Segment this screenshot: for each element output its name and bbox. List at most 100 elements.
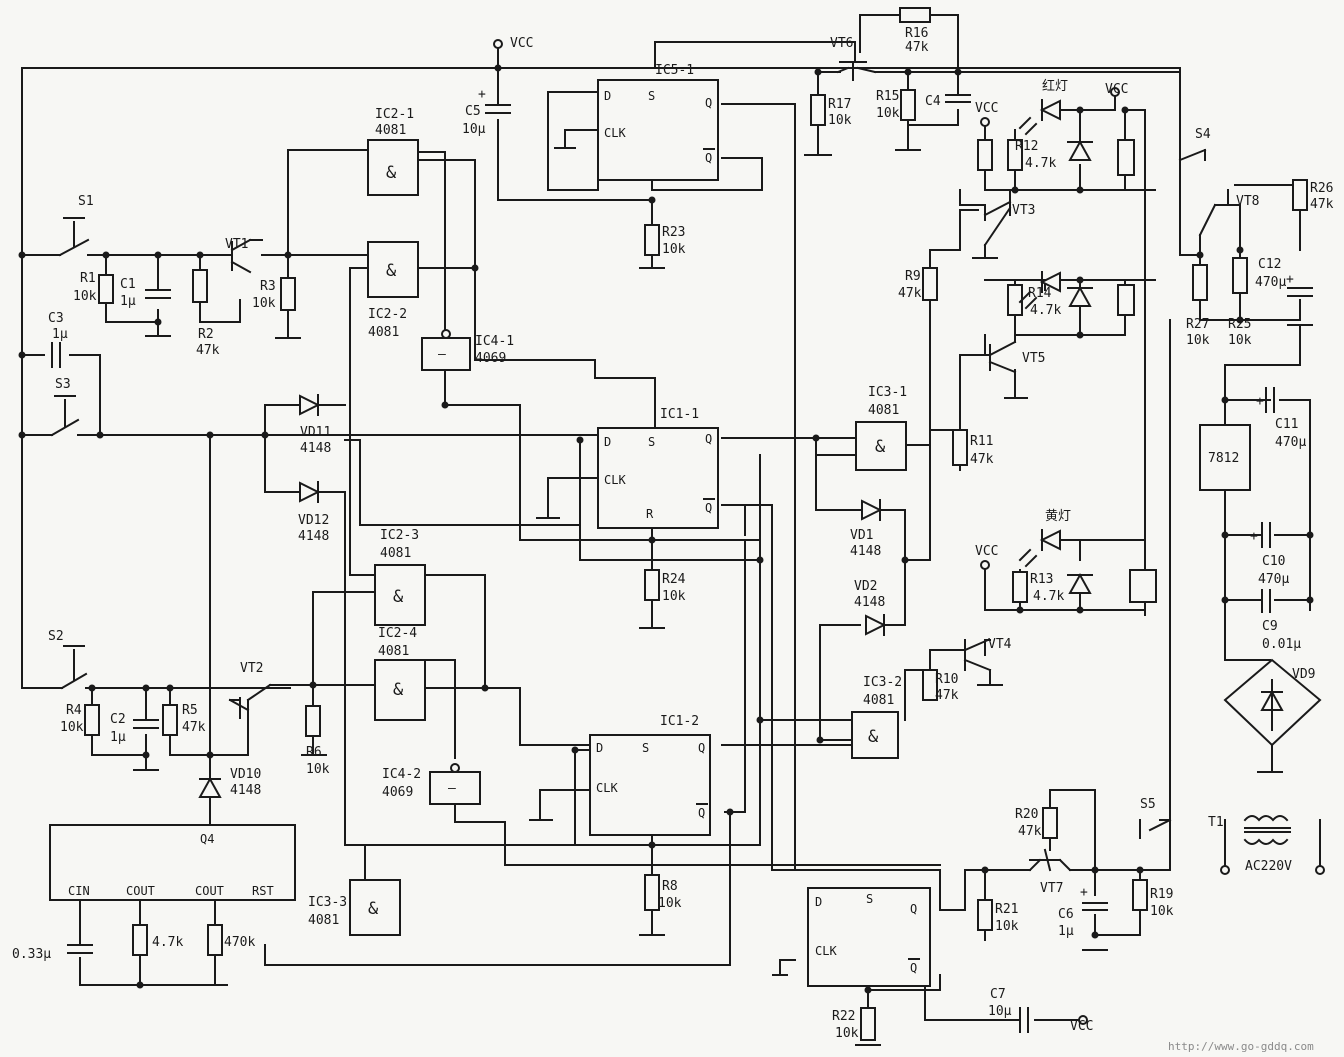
svg-text:R23: R23 bbox=[662, 225, 685, 240]
watermark-url: http://www.go-gddq.com bbox=[1168, 1040, 1314, 1053]
resistor-r5 bbox=[162, 704, 178, 736]
svg-text:R5: R5 bbox=[182, 703, 198, 718]
svg-text:R22: R22 bbox=[832, 1009, 855, 1024]
vcc-label-vt4: VCC bbox=[975, 544, 998, 559]
relay-yellow bbox=[1129, 569, 1157, 603]
gate-ic2-4 bbox=[374, 659, 426, 721]
svg-text:R9: R9 bbox=[905, 269, 921, 284]
resistor-r22 bbox=[860, 1007, 876, 1041]
svg-text:10k: 10k bbox=[60, 720, 84, 735]
svg-text:R12: R12 bbox=[1015, 139, 1038, 154]
transformer-primary bbox=[1243, 815, 1289, 822]
vcc-label-vt3: VCC bbox=[975, 101, 998, 116]
svg-text:&: & bbox=[386, 163, 397, 183]
switch-s2 bbox=[60, 645, 88, 690]
svg-text:4081: 4081 bbox=[375, 123, 406, 138]
svg-text:R20: R20 bbox=[1015, 807, 1038, 822]
svg-text:IC1-2: IC1-2 bbox=[660, 714, 699, 729]
zener-vt3 bbox=[1068, 139, 1092, 161]
resistor-r21 bbox=[977, 899, 993, 931]
svg-text:—: — bbox=[438, 347, 446, 362]
resistor-r20 bbox=[1042, 807, 1058, 839]
flipflop-ic1-2 bbox=[589, 734, 711, 836]
svg-text:CLK: CLK bbox=[604, 126, 626, 140]
svg-text:VD10: VD10 bbox=[230, 767, 261, 782]
switch-s3 bbox=[50, 395, 80, 437]
switches: S1 S3 S2 S4 S5 bbox=[48, 127, 1211, 839]
transistor-vt6 bbox=[836, 61, 877, 81]
svg-text:&: & bbox=[868, 727, 879, 747]
svg-text:10k: 10k bbox=[306, 762, 330, 777]
svg-text:Q: Q bbox=[705, 96, 712, 110]
transistor-vt7 bbox=[1028, 848, 1072, 872]
svg-text:&: & bbox=[393, 587, 404, 607]
label-red-lamp: 红灯 bbox=[1042, 78, 1068, 94]
label-s1: S1 bbox=[78, 194, 94, 209]
resistor-r25 bbox=[1232, 257, 1248, 294]
capacitor-c9 bbox=[1261, 589, 1271, 613]
svg-text:R: R bbox=[646, 507, 654, 521]
svg-text:D: D bbox=[604, 89, 611, 103]
svg-text:10μ: 10μ bbox=[462, 122, 486, 137]
svg-text:VT3: VT3 bbox=[1012, 203, 1035, 218]
svg-text:VT8: VT8 bbox=[1236, 194, 1259, 209]
diode-vd10 bbox=[198, 776, 222, 798]
svg-text:C3: C3 bbox=[48, 311, 64, 326]
gate-ic2-3 bbox=[374, 564, 426, 626]
svg-text:C7: C7 bbox=[990, 987, 1006, 1002]
svg-text:47k: 47k bbox=[1018, 824, 1042, 839]
label-s4: S4 bbox=[1195, 127, 1211, 142]
inverter-ic4-2 bbox=[429, 771, 481, 805]
junction-dots bbox=[18, 64, 1314, 994]
flipflop-ic5-bottom bbox=[807, 887, 931, 987]
svg-text:Q: Q bbox=[705, 501, 712, 515]
resistor-r10 bbox=[922, 669, 938, 701]
svg-text:10k: 10k bbox=[1150, 904, 1174, 919]
svg-text:S: S bbox=[648, 89, 655, 103]
svg-text:0.33μ: 0.33μ bbox=[12, 947, 51, 962]
svg-text:Q4: Q4 bbox=[200, 832, 214, 846]
resistor-4k7 bbox=[132, 924, 148, 956]
svg-text:C5: C5 bbox=[465, 104, 481, 119]
svg-text:R21: R21 bbox=[995, 902, 1018, 917]
led-yellow bbox=[1039, 529, 1061, 551]
svg-text:IC3-2: IC3-2 bbox=[863, 675, 902, 690]
svg-text:S: S bbox=[866, 892, 873, 906]
svg-text:VT6: VT6 bbox=[830, 36, 853, 51]
resistor-r8 bbox=[644, 874, 660, 911]
svg-text:R14: R14 bbox=[1028, 286, 1052, 301]
svg-text:C2: C2 bbox=[110, 712, 126, 727]
relay-mid bbox=[1117, 284, 1135, 316]
svg-text:COUT: COUT bbox=[126, 884, 155, 898]
svg-text:R16: R16 bbox=[905, 26, 928, 41]
svg-text:1μ: 1μ bbox=[52, 327, 68, 342]
resistor-r2 bbox=[192, 269, 208, 303]
svg-text:Q: Q bbox=[910, 902, 917, 916]
transformer-secondary bbox=[1243, 838, 1289, 845]
svg-text:10k: 10k bbox=[828, 113, 852, 128]
resistor-r6 bbox=[305, 705, 321, 737]
svg-text:4081: 4081 bbox=[368, 325, 399, 340]
resistor-vt3-base bbox=[977, 139, 993, 171]
svg-text:IC4-1: IC4-1 bbox=[475, 334, 514, 349]
vcc-label-bottom: VCC bbox=[1070, 1019, 1093, 1034]
label-yellow-lamp: 黄灯 bbox=[1045, 509, 1071, 524]
svg-text:10k: 10k bbox=[658, 896, 682, 911]
svg-text:VT1: VT1 bbox=[225, 237, 248, 252]
resistor-r14 bbox=[1007, 284, 1023, 316]
capacitor-c10 bbox=[1261, 522, 1271, 548]
svg-text:C1: C1 bbox=[120, 277, 136, 292]
svg-text:Q: Q bbox=[705, 151, 712, 165]
svg-text:470μ: 470μ bbox=[1275, 435, 1306, 450]
svg-text:10k: 10k bbox=[995, 919, 1019, 934]
svg-text:10k: 10k bbox=[252, 296, 276, 311]
switch-s1 bbox=[58, 217, 90, 257]
svg-text:47k: 47k bbox=[970, 452, 994, 467]
svg-text:AC220V: AC220V bbox=[1245, 859, 1292, 874]
svg-text:0.01μ: 0.01μ bbox=[1262, 637, 1301, 652]
svg-text:CLK: CLK bbox=[815, 944, 837, 958]
svg-text:R26: R26 bbox=[1310, 181, 1333, 196]
resistor-r13 bbox=[1012, 571, 1028, 603]
svg-text:4148: 4148 bbox=[230, 783, 261, 798]
